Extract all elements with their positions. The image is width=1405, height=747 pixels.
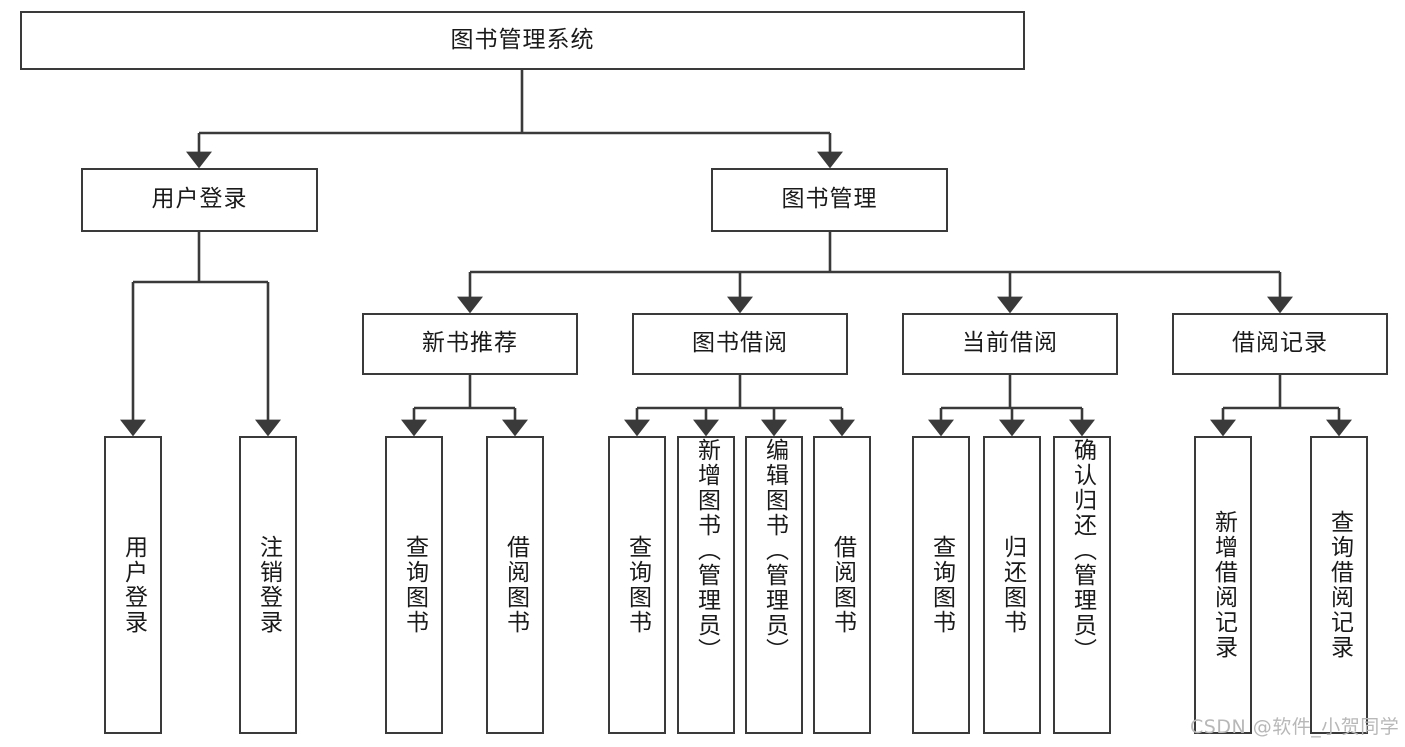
csdn-watermark: CSDN @软件_小贺同学 — [1190, 716, 1400, 738]
node-user-login-label: 用户登录 — [151, 186, 248, 213]
node-leaf-add-record[interactable]: 新增借阅记录 — [1194, 436, 1252, 734]
node-leaf-user-login[interactable]: 用户登录 — [104, 436, 162, 734]
node-leaf-return-book-label: 归还图书 — [999, 535, 1026, 635]
node-book-manage[interactable]: 图书管理 — [711, 168, 948, 232]
node-leaf-borrow-book-1-label: 借阅图书 — [502, 535, 529, 635]
node-leaf-query-book-1[interactable]: 查询图书 — [385, 436, 443, 734]
node-leaf-add-record-label: 新增借阅记录 — [1210, 510, 1237, 660]
node-book-borrow[interactable]: 图书借阅 — [632, 313, 848, 375]
node-book-manage-label: 图书管理 — [781, 186, 878, 213]
node-leaf-query-book-3[interactable]: 查询图书 — [912, 436, 970, 734]
node-leaf-logout-label: 注销登录 — [255, 535, 282, 635]
node-leaf-return-book[interactable]: 归还图书 — [983, 436, 1041, 734]
node-leaf-query-record-label: 查询借阅记录 — [1326, 510, 1353, 660]
node-book-borrow-label: 图书借阅 — [692, 330, 788, 357]
node-leaf-query-book-2[interactable]: 查询图书 — [608, 436, 666, 734]
node-root-label: 图书管理系统 — [450, 26, 595, 53]
node-leaf-edit-book-label: 编辑图书（管理员） — [761, 438, 788, 663]
node-leaf-edit-book[interactable]: 编辑图书（管理员） — [745, 436, 803, 734]
node-leaf-user-login-label: 用户登录 — [120, 535, 147, 635]
node-leaf-confirm-return-label: 确认归还（管理员） — [1069, 438, 1096, 663]
node-leaf-query-book-1-label: 查询图书 — [401, 535, 428, 635]
node-current-borrow[interactable]: 当前借阅 — [902, 313, 1118, 375]
node-leaf-query-book-2-label: 查询图书 — [624, 535, 651, 635]
node-leaf-add-book-label: 新增图书（管理员） — [693, 438, 720, 663]
node-current-borrow-label: 当前借阅 — [962, 330, 1058, 357]
node-new-book-recommend-label: 新书推荐 — [422, 330, 518, 357]
node-leaf-borrow-book-2[interactable]: 借阅图书 — [813, 436, 871, 734]
node-leaf-add-book[interactable]: 新增图书（管理员） — [677, 436, 735, 734]
node-new-book-recommend[interactable]: 新书推荐 — [362, 313, 578, 375]
node-leaf-borrow-book-2-label: 借阅图书 — [829, 535, 856, 635]
node-leaf-borrow-book-1[interactable]: 借阅图书 — [486, 436, 544, 734]
node-leaf-logout[interactable]: 注销登录 — [239, 436, 297, 734]
node-leaf-query-book-3-label: 查询图书 — [928, 535, 955, 635]
node-root[interactable]: 图书管理系统 — [20, 11, 1025, 70]
node-user-login[interactable]: 用户登录 — [81, 168, 318, 232]
node-leaf-confirm-return[interactable]: 确认归还（管理员） — [1053, 436, 1111, 734]
node-leaf-query-record[interactable]: 查询借阅记录 — [1310, 436, 1368, 734]
node-borrow-record[interactable]: 借阅记录 — [1172, 313, 1388, 375]
node-borrow-record-label: 借阅记录 — [1232, 330, 1328, 357]
